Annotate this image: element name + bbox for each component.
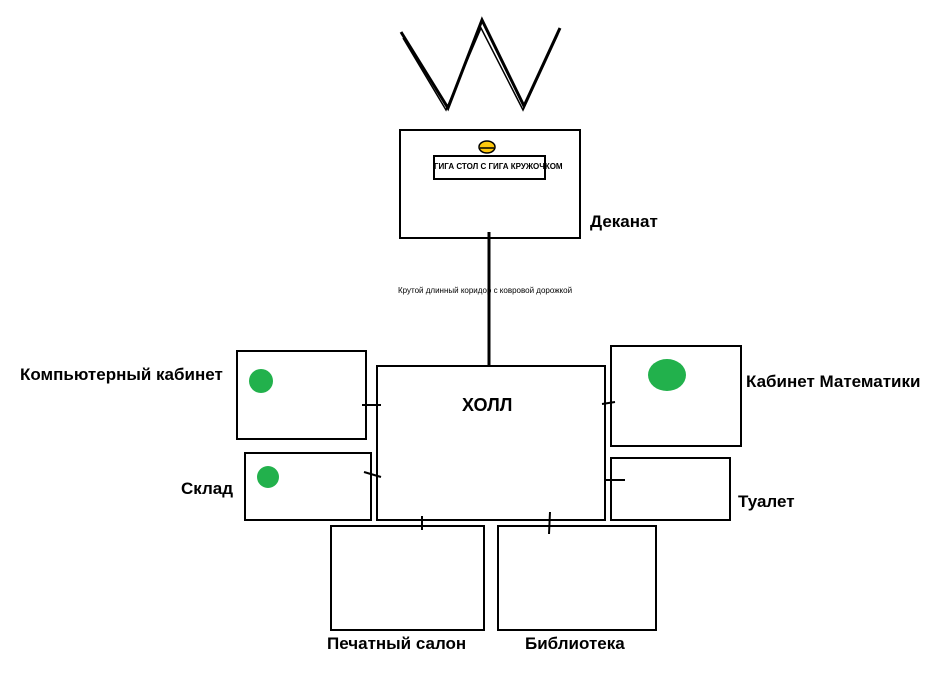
hall-label: ХОЛЛ <box>462 395 513 415</box>
library-label: Библиотека <box>525 634 625 653</box>
door-library <box>548 511 551 535</box>
printing-salon-label: Печатный салон <box>327 634 467 653</box>
room-printing <box>330 525 485 631</box>
green-dot-icon <box>257 466 279 488</box>
crown-icon-inner <box>402 26 559 112</box>
big-table-label: ГИГА СТОЛ С ГИГА КРУЖОЧКОМ <box>434 162 563 171</box>
room-math <box>610 345 742 447</box>
computer-room-label: Компьютерный кабинет <box>20 365 223 384</box>
green-dot-icon <box>249 369 273 393</box>
room-computer <box>236 350 367 440</box>
cup-icon <box>478 140 496 154</box>
room-library <box>497 525 657 631</box>
toilet-label: Туалет <box>738 492 795 511</box>
storage-label: Склад <box>181 479 234 498</box>
door-storage <box>363 471 382 478</box>
door-math <box>601 401 616 405</box>
big-table <box>433 155 546 180</box>
corridor-label: Крутой длинный коридор с ковровой дорожк… <box>398 286 573 295</box>
dean-office-label: Деканат <box>590 212 658 231</box>
math-room-label: Кабинет Математики <box>746 372 921 391</box>
green-dot-icon <box>648 359 686 391</box>
room-toilet <box>610 457 731 521</box>
crown-icon <box>399 16 562 112</box>
room-hall <box>376 365 606 521</box>
room-storage <box>244 452 372 521</box>
